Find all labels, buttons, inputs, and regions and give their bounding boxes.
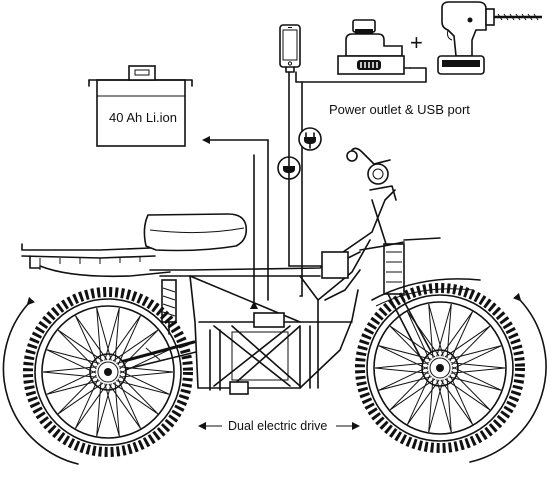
wheel-spoke xyxy=(436,303,452,357)
wheel-spoke xyxy=(42,371,98,378)
rear-wheel-icon xyxy=(23,287,193,457)
wheel-spoke xyxy=(46,349,100,364)
wheel-spoke xyxy=(75,315,108,361)
wheel-spoke xyxy=(440,379,473,425)
wheel-spoke xyxy=(446,377,452,433)
wheel-spoke xyxy=(389,325,429,366)
wheel-spoke xyxy=(96,381,102,437)
wheel-spoke xyxy=(407,374,431,425)
wheel-spoke xyxy=(374,367,430,374)
wheel-spoke xyxy=(57,329,104,362)
wheel-spoke xyxy=(46,370,97,395)
wheel-spoke xyxy=(57,382,104,415)
battery-icon xyxy=(88,65,193,147)
wheel-spoke xyxy=(436,379,452,433)
wheel-spoke xyxy=(451,366,502,391)
wheel-spoke xyxy=(117,378,141,429)
wheel-spoke xyxy=(378,376,432,391)
wheel-spoke xyxy=(450,362,506,369)
wheel-spoke xyxy=(449,311,473,362)
wheel-spoke xyxy=(108,315,141,361)
rotation-arrow-icon xyxy=(2,296,79,465)
wheel-spoke xyxy=(42,366,98,373)
wheel-spoke xyxy=(96,383,112,437)
wheel-spoke xyxy=(114,381,120,437)
wheel-spoke xyxy=(450,367,506,374)
rotation-arrow-icon xyxy=(469,292,547,463)
wheel-spoke xyxy=(108,383,141,429)
front-wheel-icon xyxy=(355,283,525,453)
drive-label: Dual electric drive xyxy=(228,419,327,433)
wheel-spoke xyxy=(114,307,120,363)
wheel-spoke xyxy=(75,378,99,429)
power-drill-icon xyxy=(437,1,542,75)
wheel-spoke xyxy=(407,311,440,357)
wheel-spoke xyxy=(118,366,174,373)
battery-label: 40 Ah Li.ion xyxy=(109,110,177,125)
wheel-spoke xyxy=(46,380,100,395)
wheel-spoke xyxy=(378,366,429,391)
power-outlet-label: Power outlet & USB port xyxy=(329,102,470,117)
wheel-spoke xyxy=(428,379,444,433)
plug-icon xyxy=(298,127,322,151)
wheel-spoke xyxy=(75,383,108,429)
wheel-spoke xyxy=(119,374,159,415)
wheel-spoke xyxy=(118,371,174,378)
wheel-spoke xyxy=(389,378,436,411)
wheel-spoke xyxy=(448,345,502,360)
wheel-spoke xyxy=(116,349,170,364)
wheel-spoke xyxy=(119,329,159,370)
wheel-spoke xyxy=(378,345,429,370)
wheel-spoke xyxy=(104,307,120,361)
wheel-spoke xyxy=(119,349,170,374)
wheel-spoke xyxy=(116,380,170,395)
wheel-spoke xyxy=(374,362,430,369)
wheel-spoke xyxy=(451,325,491,366)
wheel-spoke xyxy=(428,377,434,433)
wheel-spoke xyxy=(46,349,97,374)
wheel-spoke xyxy=(444,325,491,358)
smartphone-icon xyxy=(279,24,301,73)
charger-cable xyxy=(295,67,427,83)
wheel-spoke xyxy=(444,378,491,411)
wheel-spoke xyxy=(440,311,473,357)
wheel-spoke xyxy=(112,329,159,362)
wheel-spoke xyxy=(428,303,434,359)
wheel-spoke xyxy=(449,374,473,425)
wheel-spoke xyxy=(112,382,159,415)
wheel-spoke xyxy=(389,370,429,411)
wheel-spoke xyxy=(428,303,444,357)
wheel-spoke xyxy=(407,379,440,425)
wheel-spoke xyxy=(96,307,112,361)
wheel-spoke xyxy=(451,345,502,370)
wheel-spoke xyxy=(96,307,102,363)
electric-motorbike-icon xyxy=(21,147,481,395)
wheel-spoke xyxy=(104,383,120,437)
wheel-spoke xyxy=(407,311,431,362)
wheel-spoke xyxy=(119,370,170,395)
charger-icon xyxy=(337,19,411,75)
wheel-spoke xyxy=(448,376,502,391)
plus-sign: + xyxy=(410,30,423,55)
wheel-spoke xyxy=(446,303,452,359)
wheel-spoke xyxy=(75,315,99,366)
wheel-spoke xyxy=(117,315,141,366)
wheel-spoke xyxy=(389,325,436,358)
wheel-spoke xyxy=(57,329,97,370)
wheel-spoke xyxy=(378,345,432,360)
plug-icon xyxy=(277,156,301,180)
wheel-spoke xyxy=(451,370,491,411)
wheel-spoke xyxy=(57,374,97,415)
